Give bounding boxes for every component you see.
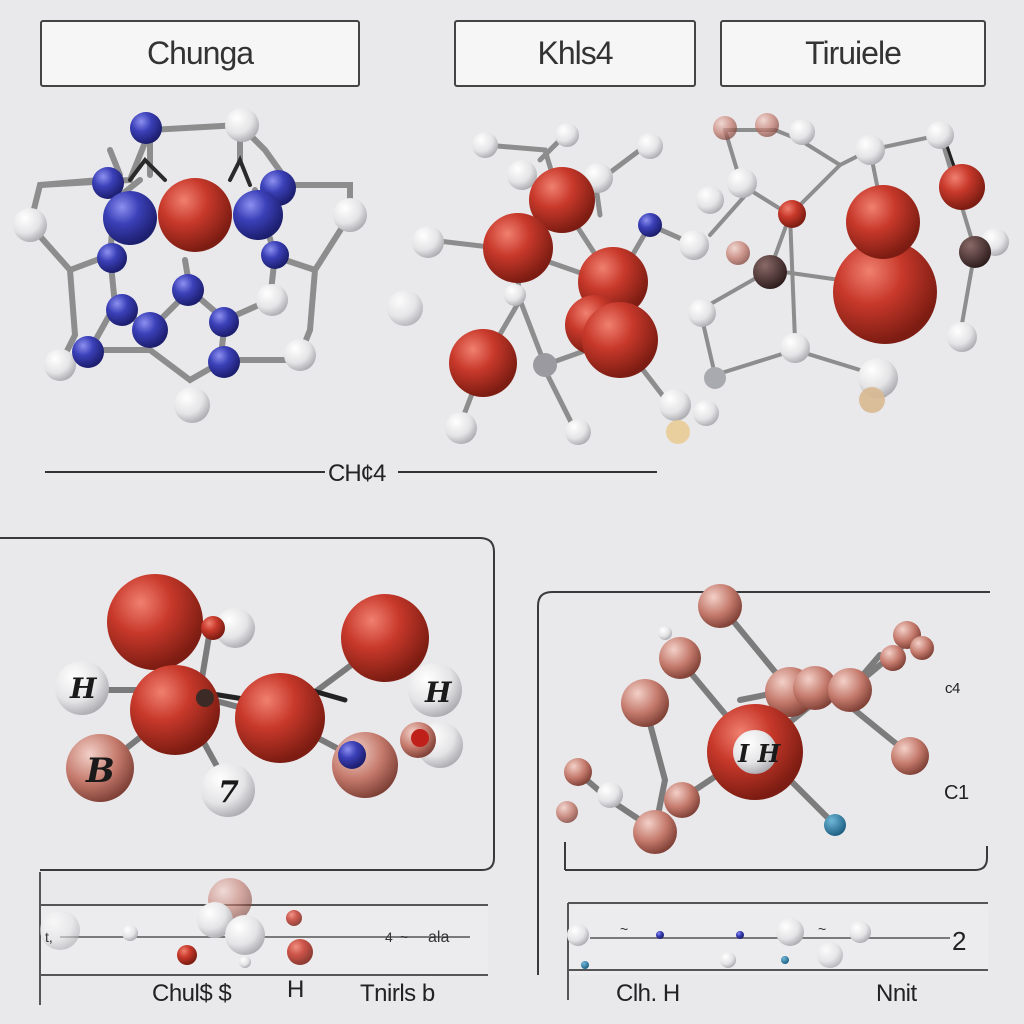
left-strip-label-1: t, [45, 929, 53, 945]
atom-label-center: I H [737, 739, 782, 768]
caption-left-2: H [287, 976, 304, 1003]
right-strip [567, 902, 988, 1000]
molecule-5-atoms [556, 584, 934, 854]
atom-label-7: 7 [218, 775, 239, 810]
label-box-3: Tiruiele [720, 20, 986, 87]
caption-right-2: Nnit [876, 980, 917, 1007]
label-text-1: Chunga [146, 35, 254, 71]
label-text-3: Tiruiele [805, 35, 902, 71]
atom-label-h-1: H [69, 672, 98, 705]
caption-left-3: Tnirls b [360, 980, 435, 1007]
left-panel-frame [0, 537, 495, 871]
caption-right-1: Clh. H [616, 980, 680, 1007]
atom-label-h-2: H [424, 676, 453, 709]
atom-label-b: B [85, 751, 115, 791]
middle-rule-label: CH¢4 [328, 460, 386, 487]
left-strip-label-4: ala [428, 929, 449, 946]
molecule-4-atoms [55, 574, 463, 817]
right-strip-label-1: 2 [952, 926, 966, 956]
left-strip [39, 872, 488, 1005]
side-label-c1: C1 [944, 782, 969, 804]
molecule-2-atoms [387, 123, 719, 445]
caption-left-1: Chul$ $ [152, 980, 232, 1007]
right-strip-label-2: ~ [620, 921, 628, 937]
right-strip-label-3: ~ [818, 921, 826, 937]
right-panel-frame [537, 591, 990, 975]
molecule-3-atoms [688, 113, 1009, 413]
label-text-2: Khls4 [537, 35, 613, 71]
left-strip-label-2: 4 [385, 929, 393, 945]
molecule-1-atoms [13, 108, 367, 423]
label-box-2: Khls4 [454, 20, 696, 87]
label-box-1: Chunga [40, 20, 360, 87]
side-label-c4: c4 [945, 680, 960, 697]
left-strip-label-3: ~ [400, 929, 408, 945]
